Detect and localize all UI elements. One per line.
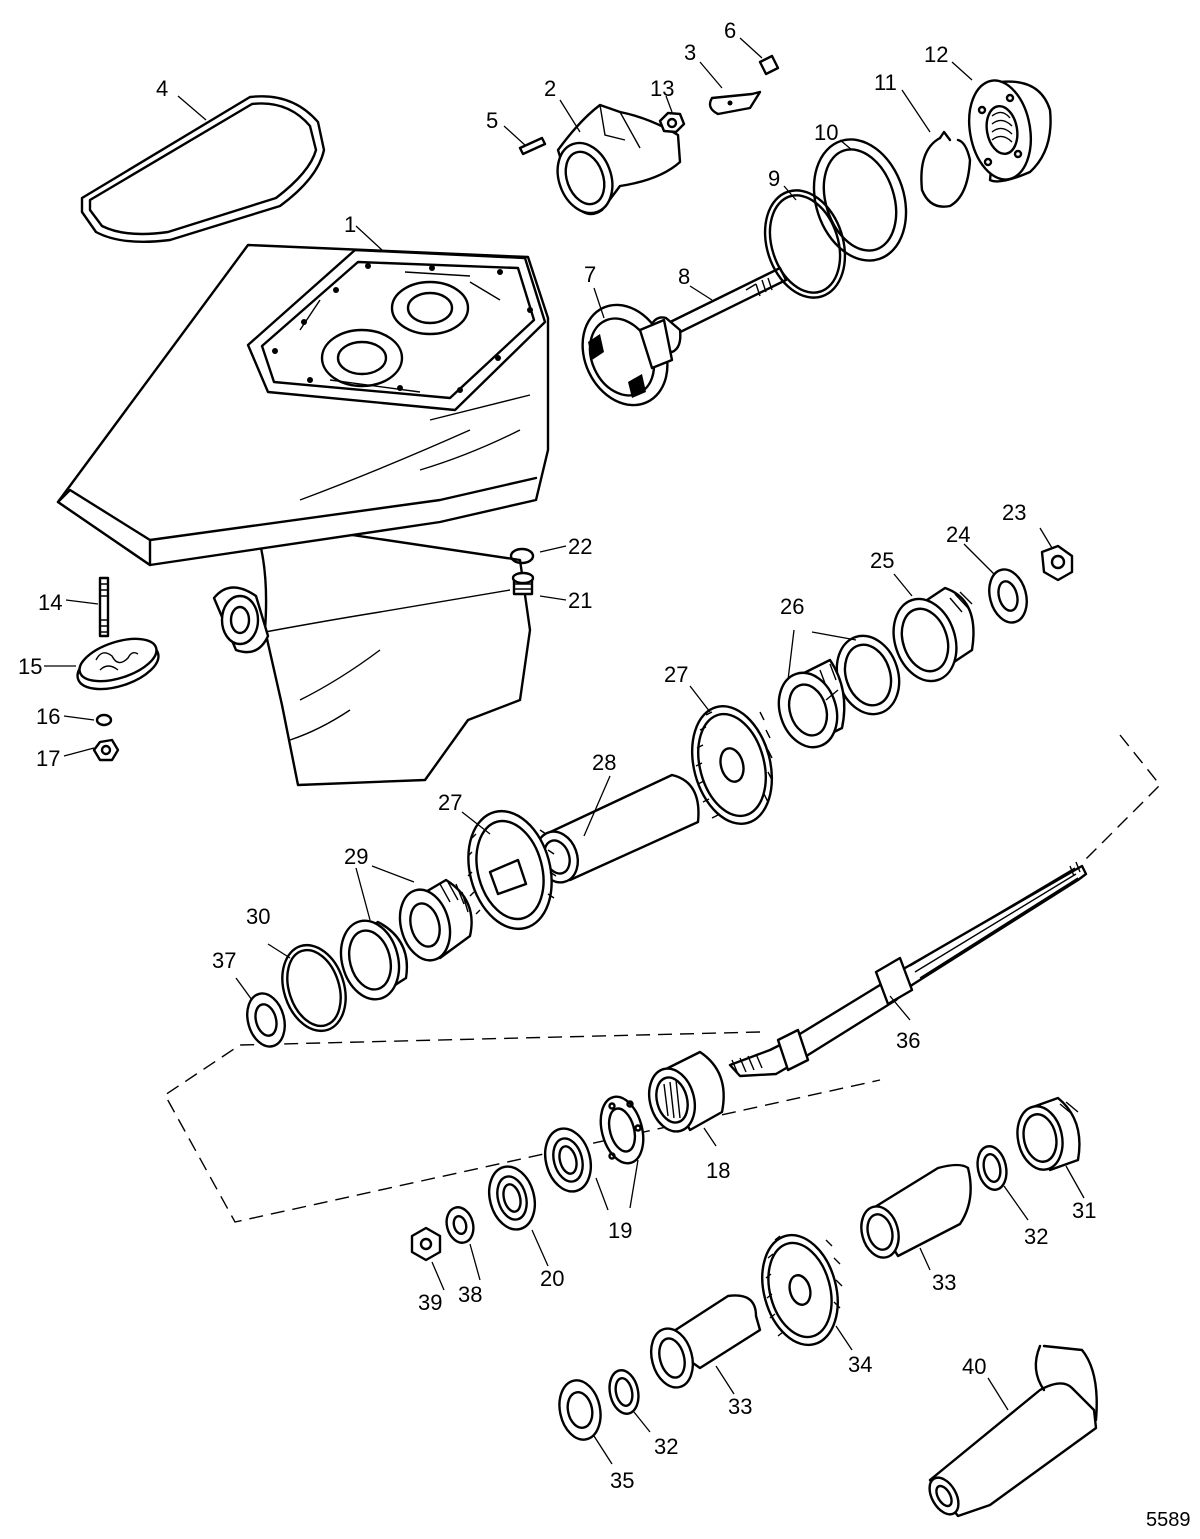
figure-number: 5589 bbox=[1146, 1509, 1191, 1531]
callout-24: 24 bbox=[946, 522, 970, 547]
callout-21: 21 bbox=[568, 588, 592, 613]
callout-13: 13 bbox=[650, 76, 674, 101]
retaining-ring-11 bbox=[920, 130, 972, 208]
callout-8: 8 bbox=[678, 264, 690, 289]
nut-17 bbox=[92, 738, 120, 762]
callout-2: 2 bbox=[544, 76, 556, 101]
callout-30: 30 bbox=[246, 904, 270, 929]
callout-5: 5 bbox=[486, 108, 498, 133]
gear-27-lower bbox=[467, 809, 557, 931]
callout-11: 11 bbox=[874, 70, 897, 95]
callout-18: 18 bbox=[706, 1158, 730, 1183]
callout-7: 7 bbox=[584, 262, 596, 287]
washer-24 bbox=[988, 568, 1028, 624]
callout-3: 3 bbox=[684, 40, 696, 65]
spacer-33-upper bbox=[860, 1163, 972, 1259]
nut-23 bbox=[1040, 544, 1074, 582]
washer-10 bbox=[812, 138, 908, 262]
washer-16 bbox=[95, 713, 113, 727]
stud-8 bbox=[745, 277, 773, 297]
washer-38 bbox=[445, 1206, 475, 1244]
callout-23: 23 bbox=[1002, 500, 1026, 525]
o-ring-30 bbox=[281, 943, 347, 1033]
screw-21 bbox=[511, 571, 535, 596]
callout-32: 32 bbox=[1024, 1224, 1048, 1249]
spacer-33-lower bbox=[649, 1294, 762, 1389]
retainer-nut-12 bbox=[968, 79, 1052, 183]
callout-20: 20 bbox=[540, 1266, 564, 1291]
assembly-outline bbox=[164, 734, 1161, 1223]
callout-14: 14 bbox=[38, 590, 62, 615]
needle-bearing-18 bbox=[647, 1050, 725, 1133]
callout-40: 40 bbox=[962, 1354, 986, 1379]
callout-4: 4 bbox=[156, 76, 168, 101]
pin-5 bbox=[518, 136, 547, 156]
seal-20 bbox=[487, 1165, 537, 1231]
anode bbox=[708, 90, 762, 116]
washer-37 bbox=[246, 992, 286, 1048]
nut-39 bbox=[410, 1226, 442, 1262]
callout-34: 34 bbox=[848, 1352, 872, 1377]
housing-gasket bbox=[80, 95, 326, 243]
callout-labels: 1 2 3 4 5 6 7 8 9 10 11 12 13 14 15 16 1… bbox=[18, 18, 1191, 1531]
callout-25: 25 bbox=[870, 548, 894, 573]
tapered-bearing-29 bbox=[339, 878, 473, 1001]
stud-14 bbox=[98, 576, 110, 638]
callout-35: 35 bbox=[610, 1468, 634, 1493]
washer-22 bbox=[509, 547, 535, 565]
callout-22: 22 bbox=[568, 534, 592, 559]
leader-lines bbox=[44, 37, 1085, 1465]
callout-16: 16 bbox=[36, 704, 60, 729]
shaft-36 bbox=[728, 861, 1088, 1078]
callout-17: 17 bbox=[36, 746, 60, 771]
bearing-cup-25 bbox=[892, 586, 975, 683]
callout-28: 28 bbox=[592, 750, 616, 775]
callout-27b: 27 bbox=[438, 790, 462, 815]
spacer-28 bbox=[535, 773, 700, 884]
callout-32b: 32 bbox=[654, 1434, 678, 1459]
callout-9: 9 bbox=[768, 166, 780, 191]
callout-27: 27 bbox=[664, 662, 688, 687]
bearing-cup-31 bbox=[1016, 1096, 1081, 1172]
nut-13 bbox=[658, 111, 686, 134]
washer-32-lower bbox=[608, 1369, 640, 1415]
washer-35 bbox=[558, 1379, 602, 1441]
callout-33b: 33 bbox=[728, 1394, 752, 1419]
callout-31: 31 bbox=[1072, 1198, 1096, 1223]
callout-26: 26 bbox=[780, 594, 804, 619]
tapered-bearing-26 bbox=[777, 634, 901, 749]
callout-19: 19 bbox=[608, 1218, 632, 1243]
tool-sleeve-40 bbox=[928, 1344, 1098, 1518]
gear-27-upper bbox=[690, 705, 774, 825]
seal-pair-19 bbox=[543, 1095, 645, 1193]
callout-37: 37 bbox=[212, 948, 236, 973]
callout-6: 6 bbox=[724, 18, 736, 43]
cover-15 bbox=[76, 637, 160, 691]
callout-1: 1 bbox=[344, 212, 356, 237]
gear-34 bbox=[761, 1233, 843, 1347]
callout-15: 15 bbox=[18, 654, 42, 679]
o-ring-9 bbox=[763, 189, 847, 299]
callout-38: 38 bbox=[458, 1282, 482, 1307]
gear-housing bbox=[56, 243, 550, 787]
callout-10: 10 bbox=[814, 120, 838, 145]
washer-32-upper bbox=[976, 1145, 1008, 1191]
water-inlet-cover bbox=[556, 103, 682, 216]
callout-29: 29 bbox=[344, 844, 368, 869]
bearing-carrier-cap bbox=[581, 266, 788, 407]
callout-36: 36 bbox=[896, 1028, 920, 1053]
callout-12: 12 bbox=[924, 42, 948, 67]
callout-39: 39 bbox=[418, 1290, 442, 1315]
pin-6 bbox=[758, 54, 780, 76]
callout-33: 33 bbox=[932, 1270, 956, 1295]
